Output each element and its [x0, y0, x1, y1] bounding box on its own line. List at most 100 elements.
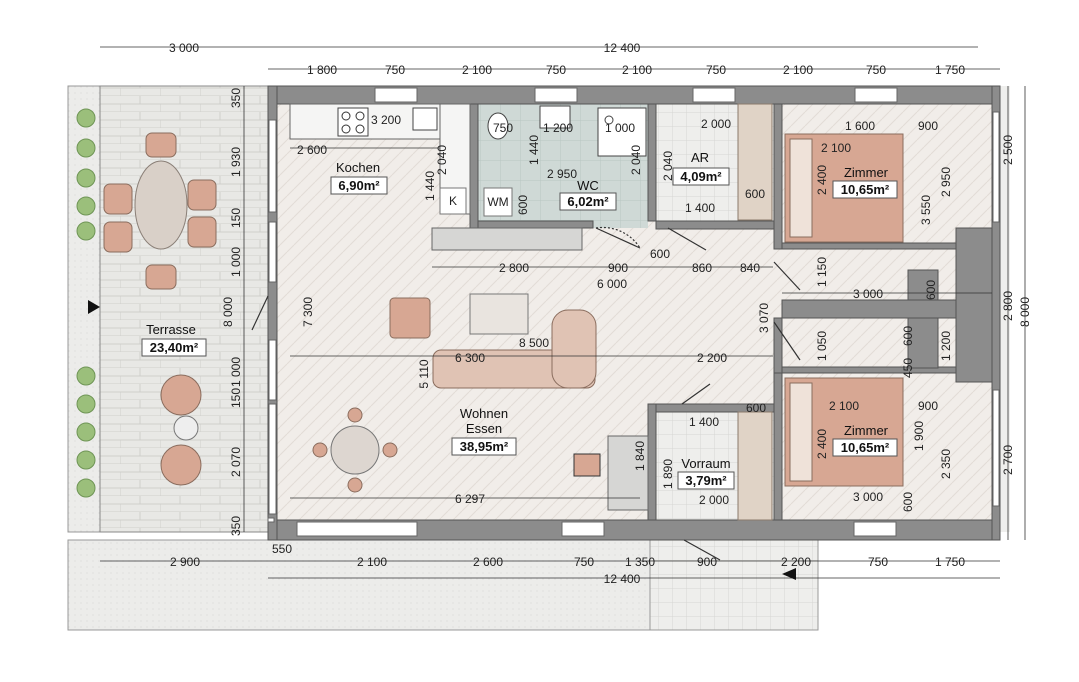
dim-c6297: 6 297 [455, 492, 485, 506]
dim-bottom-4: 750 [574, 555, 594, 569]
wc-label: WC 6,02m² [559, 178, 617, 211]
vorraum-area: 3,79m² [685, 473, 727, 488]
dim-k1440: 1 440 [423, 171, 437, 201]
dim-bottom-outer: 12 400 [604, 572, 641, 586]
ground-right [1000, 86, 1010, 532]
dim-c6000: 6 000 [597, 277, 627, 291]
vorraum-name: Vorraum [681, 456, 730, 471]
dim-c1050: 1 050 [815, 331, 829, 361]
dim-v2000: 2 000 [699, 493, 729, 507]
dim-z2350: 2 350 [939, 449, 953, 479]
entry-paving [649, 539, 819, 631]
dim-c5110: 5 110 [417, 359, 431, 388]
dim-bottom-3: 2 600 [473, 555, 503, 569]
dim-c600c: 600 [901, 326, 915, 346]
windows [267, 87, 1000, 537]
dim-w2040: 2 040 [629, 145, 643, 175]
dim-z2100: 2 100 [821, 141, 851, 155]
dim-c2800: 2 800 [499, 261, 529, 275]
dim-k3200: 3 200 [371, 113, 401, 127]
dim-w2950: 2 950 [547, 167, 577, 181]
dim-right-2: 2 700 [1001, 445, 1015, 475]
living-furniture [312, 293, 601, 493]
dim-c3000: 3 000 [853, 287, 883, 301]
wc-name: WC [577, 178, 599, 193]
dim-z1600: 1 600 [845, 119, 875, 133]
terrace-name: Terrasse [146, 322, 196, 337]
dim-z2100b: 2 100 [829, 399, 859, 413]
plants [76, 108, 96, 498]
dim-c1150: 1 150 [815, 257, 829, 287]
interior-walls [469, 103, 993, 521]
dim-left-4: 8 000 [221, 297, 235, 327]
dim-v1890: 1 890 [661, 459, 675, 489]
dim-bottom-5: 1 350 [625, 555, 655, 569]
fridge-label: K [449, 194, 457, 208]
outer-walls [267, 85, 1001, 541]
terrace-area: 23,40m² [150, 340, 199, 355]
essen-name: Essen [466, 421, 502, 436]
wohnen-label: Wohnen Essen 38,95m² [451, 406, 517, 456]
terrace-arrow-icon [88, 300, 100, 314]
dim-z2400: 2 400 [815, 165, 829, 195]
dim-c600b: 600 [924, 280, 938, 300]
dim-w600: 600 [516, 195, 530, 215]
dim-z900b: 900 [918, 399, 938, 413]
dim-bottom-7: 2 200 [781, 555, 811, 569]
dim-bottom-0: 2 900 [170, 555, 200, 569]
dim-z2400b: 2 400 [815, 429, 829, 459]
zimmer1-label: Zimmer 10,65m² [832, 165, 898, 199]
terrace-label: Terrasse 23,40m² [141, 322, 207, 357]
dim-c900: 900 [608, 261, 628, 275]
entry-arrow-icon [782, 568, 796, 580]
dim-top-inner-5: 750 [706, 63, 726, 77]
dimension-lines [100, 46, 1026, 579]
wc-area: 6,02m² [567, 194, 609, 209]
zimmer1-name: Zimmer [844, 165, 889, 180]
dim-c3070: 3 070 [757, 303, 771, 333]
dim-v600: 600 [746, 401, 766, 415]
dim-c450: 450 [901, 358, 915, 378]
kochen-name: Kochen [336, 160, 380, 175]
dim-w750: 750 [493, 121, 513, 135]
wohnen-name: Wohnen [460, 406, 508, 421]
dim-c8500: 8 500 [519, 336, 549, 350]
ar-name: AR [691, 150, 709, 165]
dim-z600d: 600 [901, 492, 915, 512]
dim-v1400: 1 400 [689, 415, 719, 429]
dim-bottom-1: 550 [272, 542, 292, 556]
dim-k2040: 2 040 [435, 145, 449, 175]
dim-c840: 840 [740, 261, 760, 275]
dim-top-3000: 3 000 [169, 41, 199, 55]
vorraum-label: Vorraum 3,79m² [677, 456, 735, 490]
ar-area: 4,09m² [680, 169, 722, 184]
dim-a600: 600 [745, 187, 765, 201]
dim-c2200: 2 200 [697, 351, 727, 365]
kochen-label: Kochen 6,90m² [330, 160, 388, 195]
dim-left-8: 350 [229, 516, 243, 536]
dim-w1200: 1 200 [543, 121, 573, 135]
dim-k2600: 2 600 [297, 143, 327, 157]
dim-w1440: 1 440 [527, 135, 541, 165]
doors [251, 226, 801, 561]
ground-bottom [67, 539, 651, 631]
wc-fixtures: WM [483, 105, 647, 217]
washing-machine-label: WM [487, 195, 508, 209]
dim-z3550: 3 550 [919, 195, 933, 225]
zimmer2-label: Zimmer 10,65m² [832, 423, 898, 457]
dim-bottom-8: 750 [868, 555, 888, 569]
zimmer1-area: 10,65m² [841, 182, 890, 197]
dim-left-2: 150 [229, 208, 243, 228]
dim-top-inner-6: 2 100 [783, 63, 813, 77]
dim-top-inner-0: 1 800 [307, 63, 337, 77]
zimmer2-name: Zimmer [844, 423, 889, 438]
dim-c6300: 6 300 [455, 351, 485, 365]
dim-c860: 860 [692, 261, 712, 275]
dim-bottom-2: 2 100 [357, 555, 387, 569]
wohnen-area: 38,95m² [460, 439, 509, 454]
dim-left-5: 1 000 [229, 357, 243, 387]
dim-v1840: 1 840 [633, 441, 647, 471]
dim-left-1: 1 930 [229, 147, 243, 177]
dim-top-inner-7: 750 [866, 63, 886, 77]
